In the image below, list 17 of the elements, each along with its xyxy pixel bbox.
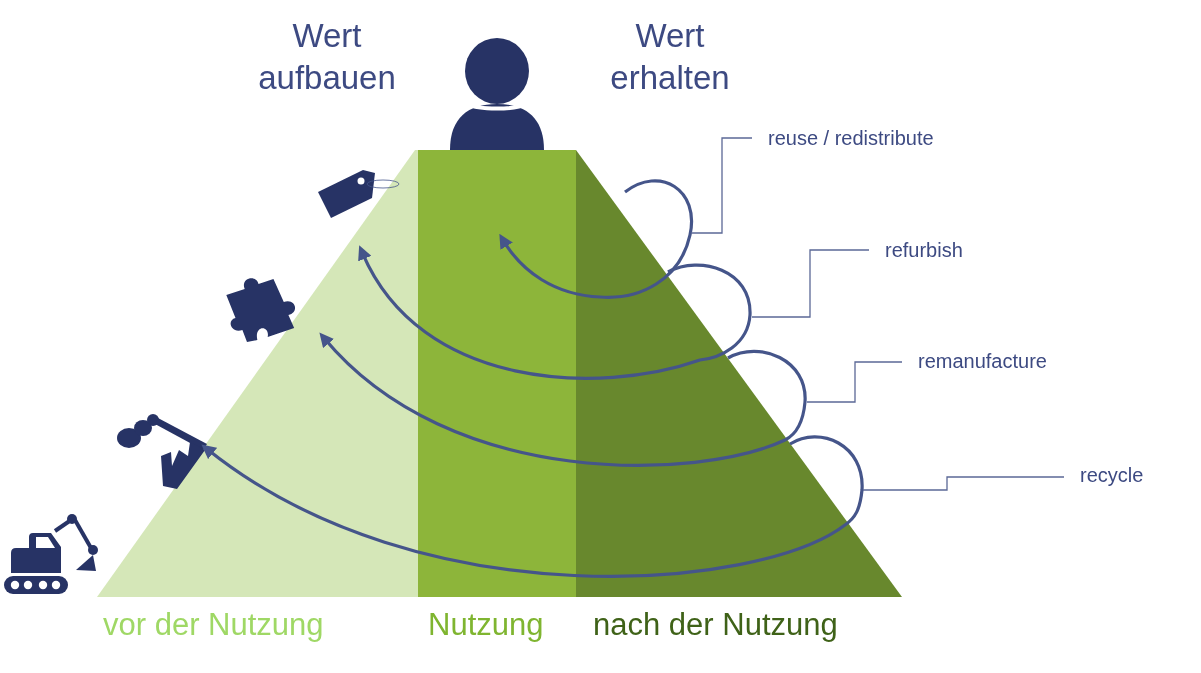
section-label: vor der Nutzung: [103, 606, 324, 644]
return-loop: [499, 179, 693, 299]
heading-label: Wert aufbauen: [257, 16, 397, 98]
return-loop: [201, 435, 864, 578]
leader-line: [751, 249, 870, 318]
callout-label: reuse / redistribute: [768, 126, 934, 150]
callout-label: refurbish: [885, 238, 963, 262]
callout-label: recycle: [1080, 463, 1144, 487]
leader-line: [690, 137, 753, 234]
section-label: Nutzung: [428, 606, 544, 644]
section-label: nach der Nutzung: [593, 606, 838, 644]
callout-label: remanufacture: [918, 349, 1047, 373]
heading-label: Wert erhalten: [609, 16, 731, 98]
leader-line: [862, 476, 1065, 491]
leader-line: [806, 361, 903, 403]
return-loop: [358, 245, 752, 380]
return-loop: [318, 332, 807, 467]
